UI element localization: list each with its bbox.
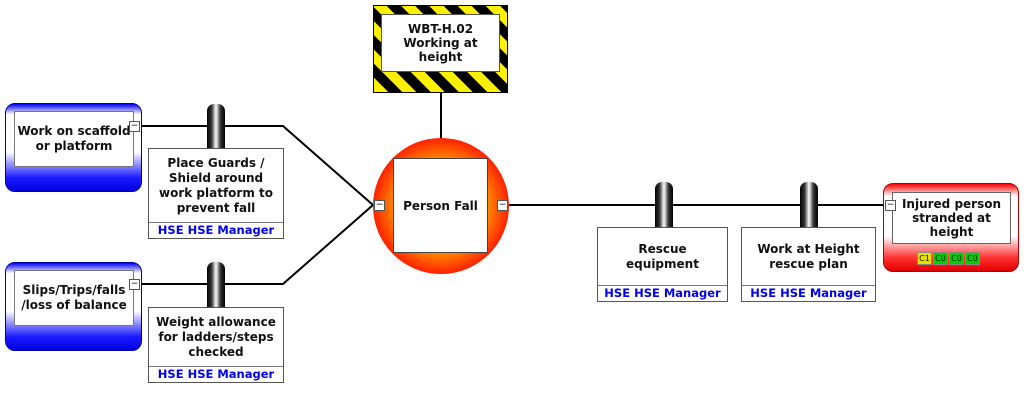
risk-badge: C0 [933, 252, 948, 265]
barrier-handle-icon[interactable] [207, 104, 225, 149]
barrier-handle-icon[interactable] [655, 182, 673, 227]
barrier-handle-icon[interactable] [207, 262, 225, 307]
threat-collapse-button[interactable]: − [129, 279, 140, 290]
top-event-left-collapse-button[interactable]: − [374, 200, 385, 211]
threat-box[interactable]: Slips/Trips/falls /loss of balance [5, 262, 142, 351]
top-event-right-collapse-button[interactable]: − [497, 200, 508, 211]
top-event[interactable]: Person Fall [373, 138, 509, 274]
barrier-owner-link[interactable]: HSE HSE Manager [742, 285, 875, 301]
risk-badges: C1 C0 C0 C0 [917, 252, 980, 265]
consequence-box[interactable]: Injured person stranded at height C1 C0 … [883, 183, 1019, 272]
hazard-title: Working at height [403, 36, 478, 64]
threat-label: Work on scaffold or platform [14, 111, 134, 167]
top-event-label: Person Fall [393, 158, 488, 253]
preventive-barrier[interactable]: Place Guards / Shield around work platfo… [148, 148, 284, 239]
consequence-collapse-button[interactable]: − [885, 200, 896, 211]
barrier-label: Work at Height rescue plan [757, 241, 860, 271]
recovery-barrier[interactable]: Rescue equipment HSE HSE Manager [597, 227, 728, 302]
barrier-handle-icon[interactable] [800, 182, 818, 227]
threat-label: Slips/Trips/falls /loss of balance [14, 270, 134, 326]
threat-box[interactable]: Work on scaffold or platform [5, 103, 142, 192]
hazard-code: WBT-H.02 [407, 22, 474, 36]
preventive-barrier[interactable]: Weight allowance for ladders/steps check… [148, 307, 284, 383]
barrier-owner-link[interactable]: HSE HSE Manager [598, 285, 727, 301]
risk-badge: C0 [965, 252, 980, 265]
threat-collapse-button[interactable]: − [129, 121, 140, 132]
barrier-label: Rescue equipment [626, 241, 699, 271]
barrier-label: Place Guards / Shield around work platfo… [159, 155, 273, 215]
barrier-owner-link[interactable]: HSE HSE Manager [149, 222, 283, 238]
risk-badge: C0 [949, 252, 964, 265]
barrier-label: Weight allowance for ladders/steps check… [156, 314, 276, 359]
consequence-label: Injured person stranded at height [892, 192, 1011, 244]
recovery-barrier[interactable]: Work at Height rescue plan HSE HSE Manag… [741, 227, 876, 302]
risk-badge: C1 [917, 252, 932, 265]
barrier-owner-link[interactable]: HSE HSE Manager [149, 366, 283, 382]
